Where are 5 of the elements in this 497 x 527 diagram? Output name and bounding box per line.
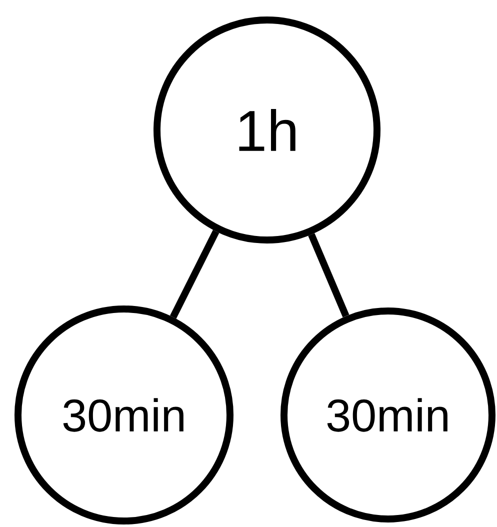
circle-node: 1h	[154, 16, 380, 244]
circle-node: 30min	[14, 306, 234, 524]
connector-line	[308, 233, 350, 318]
connector-line	[170, 230, 220, 319]
circle-node: 30min	[280, 308, 496, 522]
